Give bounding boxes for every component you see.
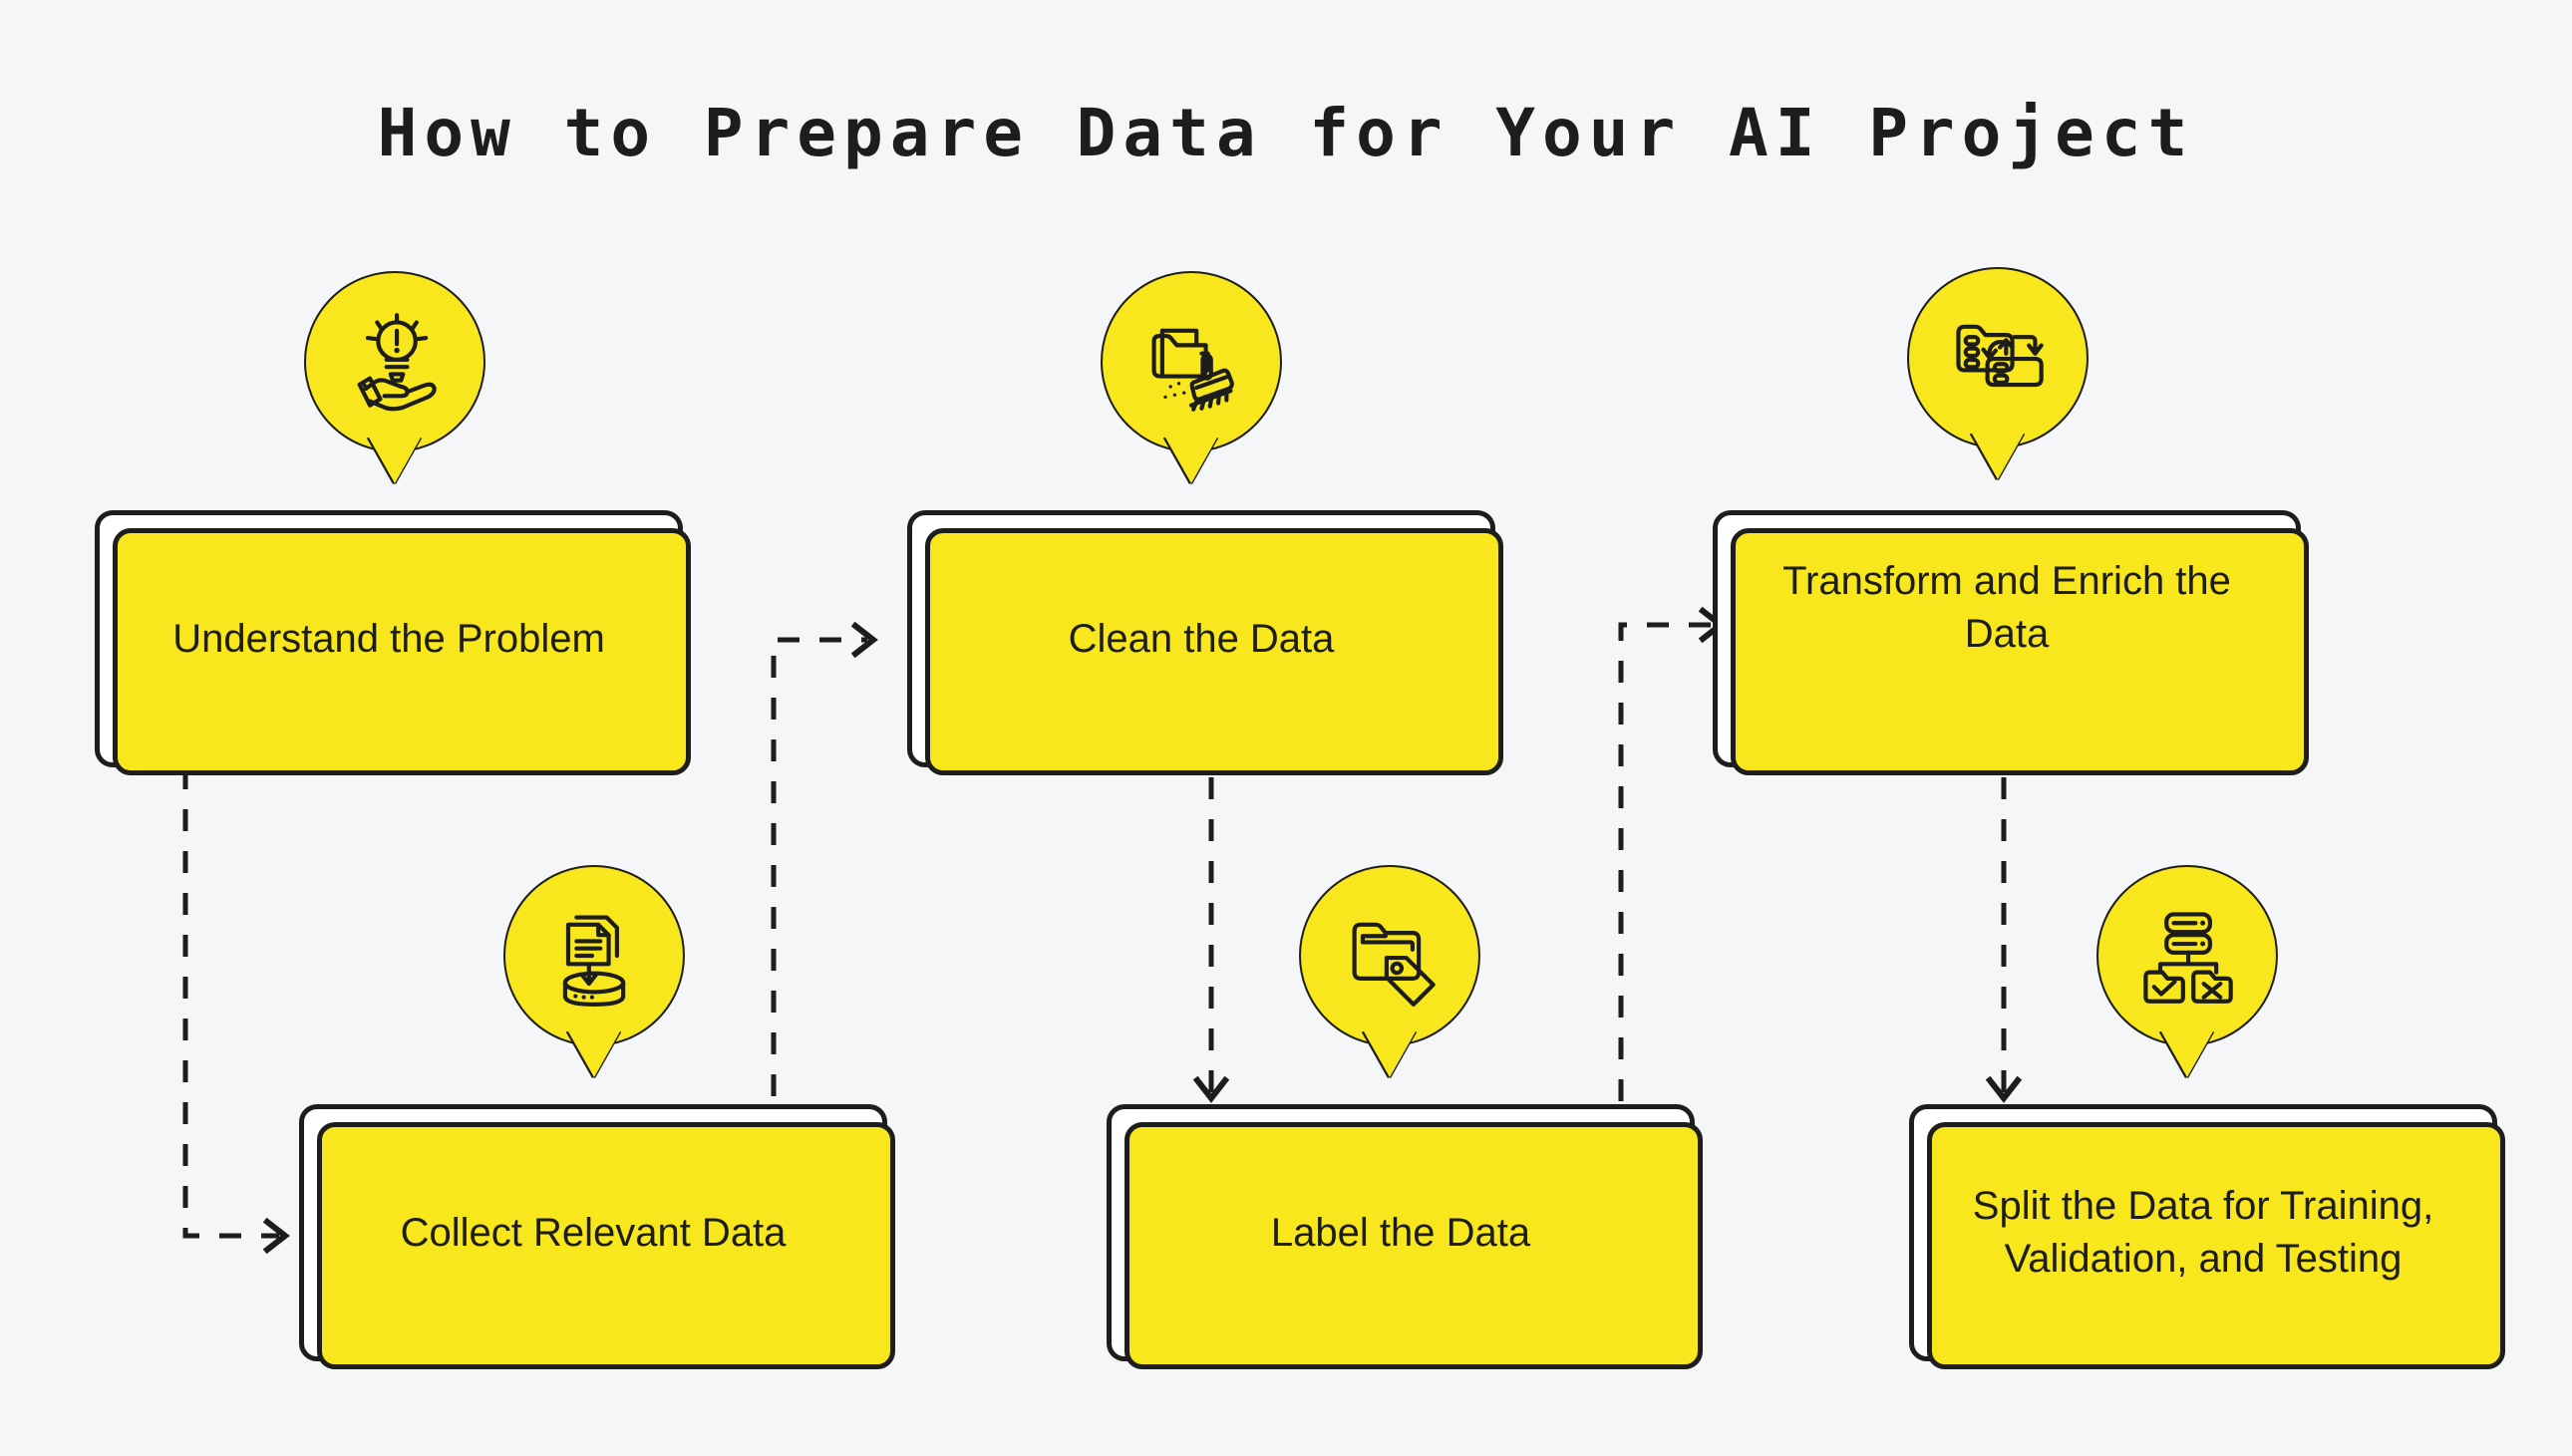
- connector-understand-to-collect: [150, 767, 329, 1255]
- card-shadow: [1731, 528, 2309, 775]
- step-card-split-the-data[interactable]: Split the Data for Training, Validation,…: [1909, 1104, 2505, 1369]
- connector-clean-to-label: [1186, 777, 1266, 1106]
- pin-tail: [2161, 1031, 2213, 1077]
- documents-to-database-icon: [542, 904, 646, 1008]
- page-title: How to Prepare Data for Your AI Project: [377, 95, 2195, 171]
- folder-tag-icon: [1338, 904, 1442, 1008]
- step-card-understand-the-problem[interactable]: Understand the Problem: [95, 510, 691, 775]
- pin-tail: [1364, 1031, 1416, 1077]
- step-card-label: Understand the Problem: [172, 616, 605, 661]
- card-shadow: [113, 528, 691, 775]
- step-card-label-the-data[interactable]: Label the Data: [1107, 1104, 1703, 1369]
- pin-tail: [1972, 434, 2024, 479]
- pin-split-the-data[interactable]: [2096, 865, 2278, 1077]
- step-card-label: Collect Relevant Data: [400, 1210, 787, 1255]
- pin-tail: [1165, 437, 1217, 483]
- step-card-label: Label the Data: [1270, 1210, 1531, 1255]
- step-card-transform-and-enrich-the-data[interactable]: Transform and Enrich the Data: [1713, 510, 2309, 775]
- pin-collect-relevant-data[interactable]: [503, 865, 685, 1077]
- step-card-label: Clean the Data: [1068, 616, 1335, 661]
- pin-understand-the-problem[interactable]: [304, 271, 485, 483]
- pin-label-the-data[interactable]: [1299, 865, 1480, 1077]
- step-card-clean-the-data[interactable]: Clean the Data: [907, 510, 1503, 775]
- pin-tail: [369, 437, 421, 483]
- pin-tail: [568, 1031, 620, 1077]
- step-card-label: Split the Data for Training, Validation,…: [1972, 1184, 2434, 1281]
- pin-transform-and-enrich-the-data[interactable]: [1907, 267, 2089, 479]
- card-shadow: [1125, 1122, 1703, 1369]
- pin-clean-the-data[interactable]: [1101, 271, 1282, 483]
- lightbulb-in-hand-icon: [343, 310, 447, 414]
- folders-sync-icon: [1946, 306, 2050, 410]
- connector-collect-to-clean: [738, 621, 917, 1096]
- card-shadow: [925, 528, 1503, 775]
- folder-broom-icon: [1139, 310, 1243, 414]
- step-card-label: Transform and Enrich the Data: [1782, 559, 2231, 656]
- pin-bubble: [1101, 271, 1282, 452]
- server-split-folders-icon: [2135, 904, 2239, 1008]
- step-card-collect-relevant-data[interactable]: Collect Relevant Data: [299, 1104, 895, 1369]
- connector-transform-to-split: [1979, 777, 2059, 1106]
- card-shadow: [1927, 1122, 2505, 1369]
- card-shadow: [317, 1122, 895, 1369]
